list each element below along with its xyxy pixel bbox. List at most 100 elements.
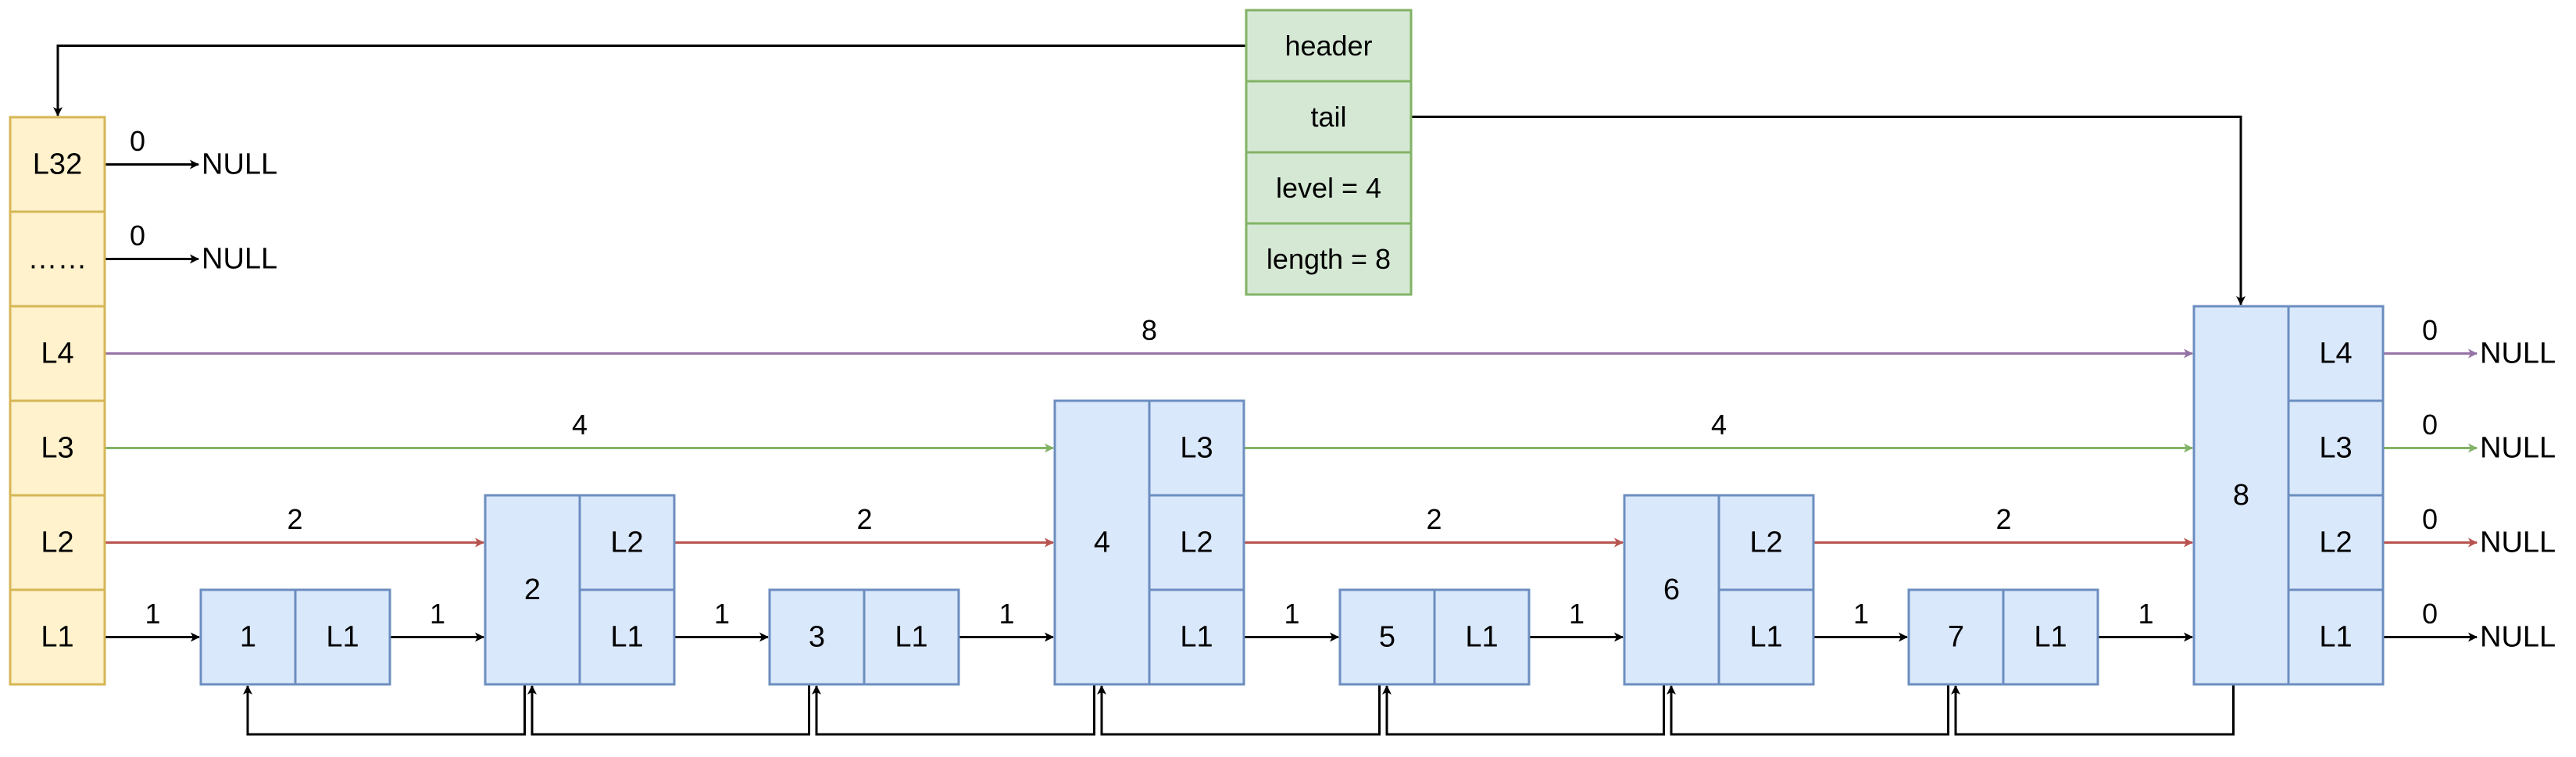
- header-field-label: header: [1284, 30, 1372, 62]
- header-field-label: length = 8: [1267, 243, 1391, 275]
- node-score-label: 1: [240, 621, 256, 654]
- head-level-cell: [9, 494, 106, 591]
- node-score-cell: [1338, 588, 1436, 686]
- node-level-cell: [863, 588, 960, 686]
- null-label: NULL: [2480, 527, 2556, 559]
- node-level-label: L2: [2319, 527, 2352, 559]
- null-span-label: 0: [2422, 314, 2438, 346]
- node-level-label: L1: [326, 621, 359, 654]
- node-level-cell: [578, 588, 676, 686]
- header-field-label: level = 4: [1276, 172, 1381, 204]
- tail-pointer: [1411, 116, 2246, 305]
- node-level-cell: [294, 588, 391, 686]
- backward-pointer: [1951, 684, 2235, 736]
- backward-pointer: [812, 684, 1095, 736]
- backward-pointer: [1097, 684, 1381, 736]
- node-level-cell: [578, 494, 676, 591]
- head-level-label: L3: [41, 432, 73, 465]
- node-score-label: 2: [524, 573, 541, 606]
- header-field-box: [1245, 9, 1413, 83]
- span-label: 1: [1569, 598, 1585, 630]
- node-level-cell: [2002, 588, 2099, 686]
- span-label: 4: [1711, 409, 1727, 441]
- backward-pointer: [243, 684, 526, 736]
- null-span-label: 0: [2422, 598, 2438, 630]
- span-label: 2: [856, 503, 872, 535]
- node-score-cell: [768, 588, 866, 686]
- span-label: 1: [999, 598, 1014, 630]
- null-label: NULL: [2480, 337, 2556, 370]
- span-label: 1: [714, 598, 730, 630]
- node-level-cell: [2287, 399, 2385, 497]
- node-level-label: L1: [2319, 621, 2352, 654]
- head-level-cell: [9, 210, 106, 308]
- null-span-label: 0: [2422, 409, 2438, 441]
- node-score-label: 5: [1379, 621, 1395, 654]
- node-level-cell: [1717, 494, 1815, 591]
- backward-pointer: [527, 684, 810, 736]
- null-label: NULL: [2480, 432, 2556, 465]
- node-score-label: 4: [1094, 527, 1110, 559]
- node-score-cell: [1053, 399, 1151, 686]
- span-label: 2: [1426, 503, 1442, 535]
- span-label: 1: [430, 598, 445, 630]
- node-level-label: L3: [1180, 432, 1213, 465]
- node-level-label: L2: [1180, 527, 1213, 559]
- head-level-label: L32: [33, 148, 82, 181]
- null-span-label: 0: [130, 220, 145, 252]
- node-score-cell: [484, 494, 581, 686]
- node-level-label: L2: [610, 527, 643, 559]
- node-level-label: L1: [1465, 621, 1498, 654]
- node-level-cell: [1148, 494, 1245, 591]
- span-label: 1: [2138, 598, 2153, 630]
- node-level-label: L1: [2034, 621, 2067, 654]
- head-level-label: L4: [41, 337, 73, 370]
- node-level-label: L2: [1749, 527, 1782, 559]
- node-level-cell: [2287, 588, 2385, 686]
- node-level-cell: [1148, 399, 1245, 497]
- span-label: 1: [1853, 598, 1869, 630]
- null-span-label: 0: [130, 125, 145, 157]
- node-level-label: L1: [610, 621, 643, 654]
- node-score-cell: [1623, 494, 1720, 686]
- list-structures: [9, 9, 2385, 686]
- node-score-label: 6: [1663, 573, 1680, 606]
- header-pointer: [53, 45, 1246, 116]
- node-level-cell: [1433, 588, 1531, 686]
- head-level-label: L2: [41, 527, 73, 559]
- null-label: NULL: [202, 243, 277, 276]
- null-label: NULL: [2480, 621, 2556, 654]
- null-label: NULL: [202, 148, 277, 181]
- node-level-label: L3: [2319, 432, 2352, 465]
- node-level-label: L4: [2319, 337, 2352, 370]
- node-score-cell: [2192, 305, 2290, 686]
- span-label: 2: [287, 503, 302, 535]
- head-level-cell: [9, 116, 106, 213]
- backward-pointer: [1667, 684, 1949, 736]
- node-level-label: L1: [1180, 621, 1213, 654]
- head-level-cell: [9, 399, 106, 497]
- header-field-box: [1245, 80, 1413, 154]
- null-span-label: 0: [2422, 503, 2438, 535]
- span-label: 1: [145, 598, 160, 630]
- header-field-label: tail: [1310, 101, 1346, 133]
- head-level-label: ……: [28, 243, 88, 276]
- node-level-label: L1: [1749, 621, 1782, 654]
- span-label: 4: [572, 409, 588, 441]
- node-score-label: 8: [2233, 479, 2249, 512]
- head-level-label: L1: [41, 621, 73, 654]
- backward-pointer: [1382, 684, 1665, 736]
- head-level-cell: [9, 588, 106, 686]
- node-score-label: 7: [1948, 621, 1964, 654]
- pointer-arrows: [53, 45, 2478, 736]
- node-score-label: 3: [809, 621, 825, 654]
- header-field-box: [1245, 222, 1413, 296]
- header-field-box: [1245, 151, 1413, 225]
- node-level-cell: [1148, 588, 1245, 686]
- span-label: 8: [1142, 314, 1157, 346]
- span-label: 2: [1995, 503, 2011, 535]
- node-level-cell: [1717, 588, 1815, 686]
- node-level-label: L1: [895, 621, 927, 654]
